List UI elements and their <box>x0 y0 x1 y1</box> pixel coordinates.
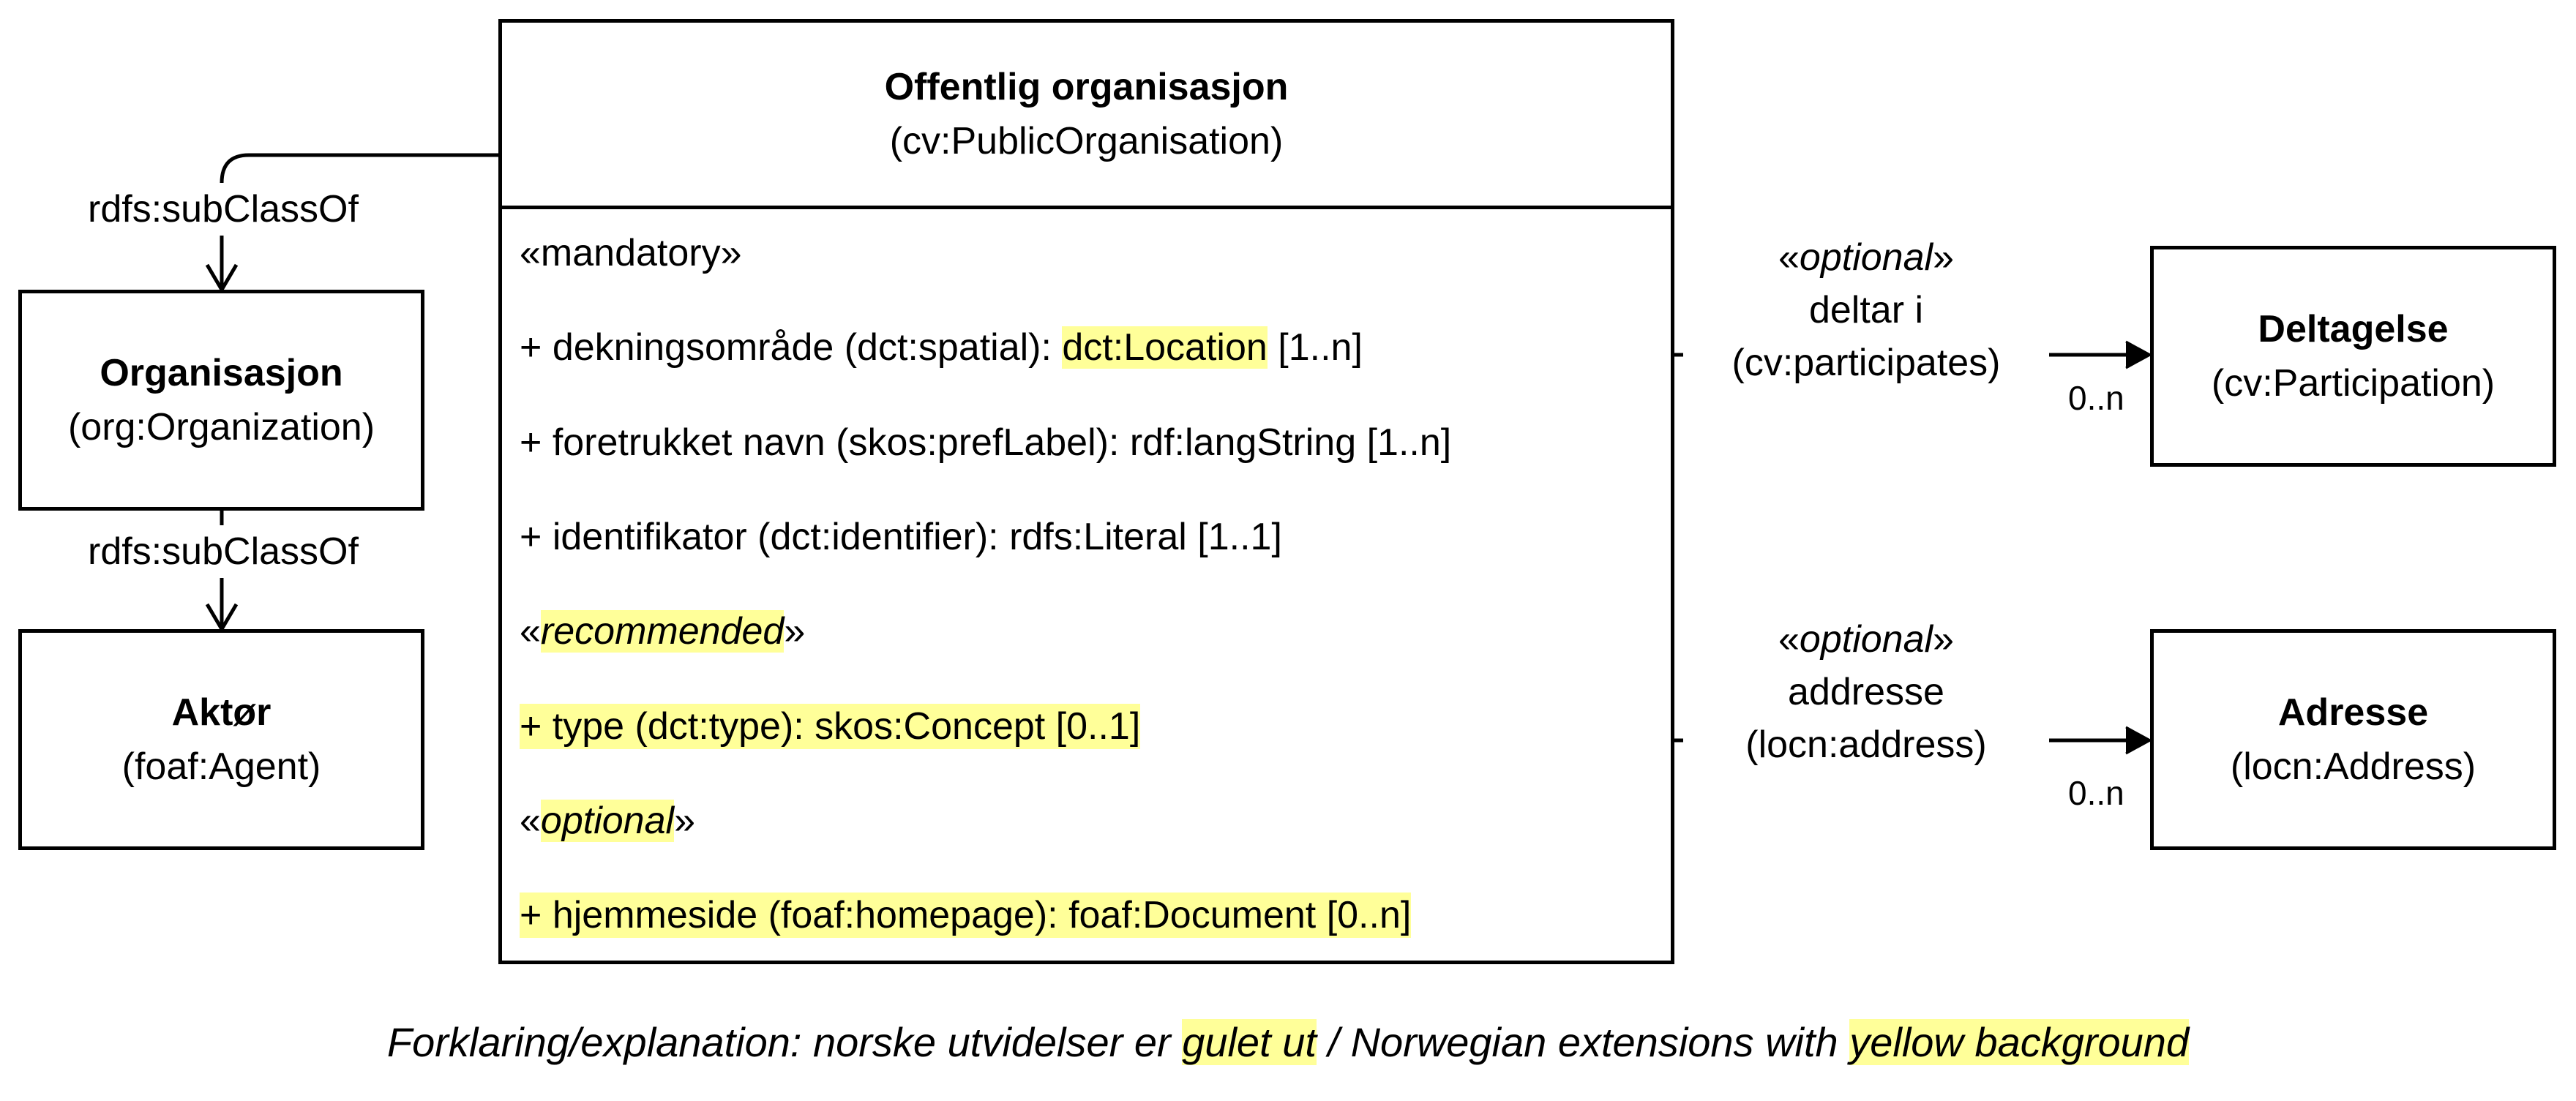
public-organisation-class[interactable]: Offentlig organisasjon (cv:PublicOrganis… <box>498 19 1674 964</box>
address-stereotype: «optional» <box>1683 613 2049 666</box>
stereotype-optional: «optional» <box>520 798 695 843</box>
class-title: Organisasjon <box>100 352 343 394</box>
address-label: «optional» addresse (locn:address) <box>1683 613 2049 771</box>
class-uri: (locn:Address) <box>2230 745 2476 788</box>
class-uri: (cv:PublicOrganisation) <box>889 120 1284 162</box>
legend-part1: Forklaring/explanation: norske utvidelse… <box>386 1019 1183 1065</box>
stereo-open: « <box>1778 236 1800 279</box>
stereo-open: « <box>520 800 541 842</box>
legend-highlight-1: gulet ut <box>1182 1019 1317 1065</box>
attribute-spatial: + dekningsområde (dct:spatial): dct:Loca… <box>520 325 1363 370</box>
class-title: Adresse <box>2277 691 2429 734</box>
class-uri: (foaf:Agent) <box>121 745 321 788</box>
attribute-homepage: + hjemmeside (foaf:homepage): foaf:Docum… <box>520 893 1412 938</box>
stereo-open: « <box>1778 618 1800 661</box>
stereo-open: « <box>520 610 541 653</box>
address-arrowhead <box>2125 726 2153 755</box>
address-name: addresse <box>1788 671 1944 713</box>
stereotype-recommended: «recommended» <box>520 609 805 654</box>
agent-class[interactable]: Aktør (foaf:Agent) <box>18 629 424 850</box>
attribute-preflabel: + foretrukket navn (skos:prefLabel): rdf… <box>520 421 1452 464</box>
stereo-close: » <box>674 800 695 842</box>
stereo-word: recommended <box>540 610 785 653</box>
stereo-word: optional <box>1799 236 1933 279</box>
subclass-edge-public-to-organisation <box>220 153 500 287</box>
address-multiplicity: 0..n <box>2068 774 2124 812</box>
attribute-identifier: + identifikator (dct:identifier): rdfs:L… <box>520 516 1282 558</box>
subclass-label-top: rdfs:subClassOf <box>80 183 366 236</box>
class-title: Deltagelse <box>2258 308 2449 350</box>
subclass-label-bottom: rdfs:subClassOf <box>59 525 388 578</box>
attribute-spatial-type: dct:Location <box>1062 326 1268 369</box>
participates-label: «optional» deltar i (cv:participates) <box>1683 231 2049 389</box>
stereo-word: optional <box>1799 618 1933 661</box>
legend: Forklaring/explanation: norske utvidelse… <box>0 1017 2576 1068</box>
stereotype-mandatory: «mandatory» <box>520 232 742 274</box>
participates-multiplicity: 0..n <box>2068 379 2124 417</box>
stereo-close: » <box>1933 236 1954 279</box>
class-uri: (cv:Participation) <box>2211 362 2496 405</box>
stereo-close: » <box>1933 618 1954 661</box>
class-title: Aktør <box>171 691 272 734</box>
class-title: Offentlig organisasjon <box>884 66 1289 108</box>
participates-arrowhead <box>2125 340 2153 369</box>
participation-class[interactable]: Deltagelse (cv:Participation) <box>2150 246 2556 467</box>
participates-name: deltar i <box>1808 289 1924 331</box>
attribute-type: + type (dct:type): skos:Concept [0..1] <box>520 704 1141 749</box>
legend-part2: / Norwegian extensions with <box>1316 1019 1850 1065</box>
address-class[interactable]: Adresse (locn:Address) <box>2150 629 2556 850</box>
attribute-spatial-name: + dekningsområde (dct:spatial): <box>520 326 1063 369</box>
participates-stereotype: «optional» <box>1683 231 2049 284</box>
stereo-word: optional <box>540 800 675 842</box>
participates-uri: (cv:participates) <box>1731 342 2001 384</box>
organisation-class[interactable]: Organisasjon (org:Organization) <box>18 290 424 511</box>
class-uri: (org:Organization) <box>67 406 375 448</box>
legend-highlight-2: yellow background <box>1849 1019 2190 1065</box>
stereo-close: » <box>784 610 806 653</box>
address-uri: (locn:address) <box>1745 724 1987 766</box>
public-organisation-header: Offentlig organisasjon (cv:PublicOrganis… <box>502 23 1671 209</box>
attribute-spatial-mult: [1..n] <box>1267 326 1363 369</box>
